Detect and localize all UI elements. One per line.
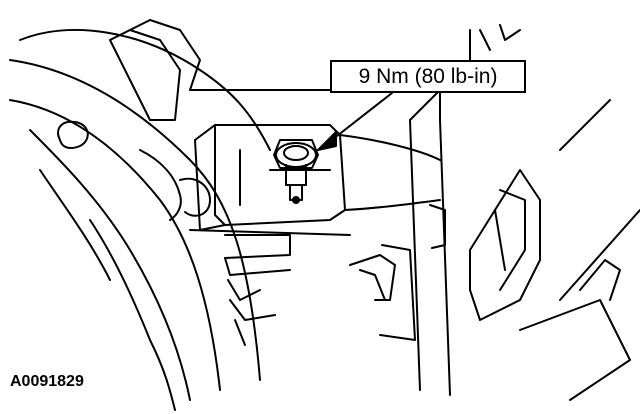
- nut-icon: [274, 140, 318, 168]
- right-panel: [410, 25, 640, 400]
- left-frame-structure: [10, 20, 270, 410]
- leader-arrow: [318, 93, 392, 150]
- figure-id: A0091829: [10, 373, 84, 390]
- torque-callout: 9 Nm (80 lb-in): [330, 60, 526, 93]
- torque-label: 9 Nm (80 lb-in): [358, 64, 498, 88]
- lower-bracket: [225, 235, 415, 345]
- bolt-icon: [276, 143, 316, 203]
